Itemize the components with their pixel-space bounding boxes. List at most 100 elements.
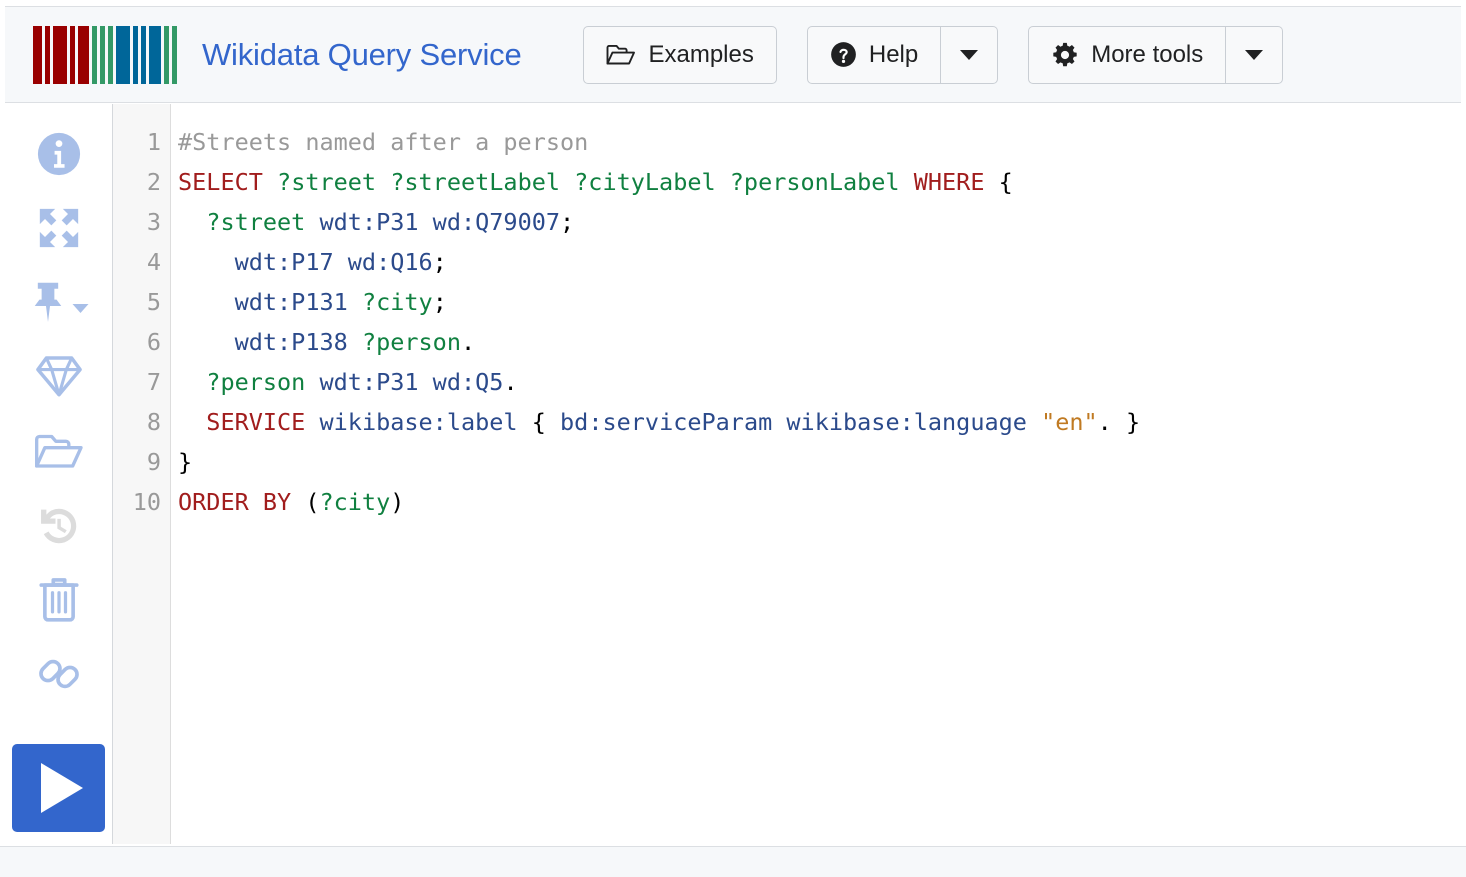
code-line-text: ?person wdt:P31 wd:Q5. — [170, 362, 518, 402]
code-line[interactable]: 3 ?street wdt:P31 wd:Q79007; — [113, 202, 1461, 242]
code-token: { — [517, 408, 561, 436]
brand[interactable]: Wikidata Query Service — [33, 25, 522, 84]
code-line-text: wdt:P17 wd:Q16; — [170, 242, 447, 282]
code-token: ; — [560, 208, 575, 236]
sidebar-item-query-info[interactable] — [5, 122, 112, 186]
code-token: SELECT — [178, 168, 263, 196]
code-line[interactable]: 6 wdt:P138 ?person. — [113, 322, 1461, 362]
code-token — [178, 248, 235, 276]
query-info-icon — [36, 131, 82, 177]
code-token — [348, 288, 362, 316]
code-token: . — [460, 328, 476, 356]
logo-bar — [70, 25, 75, 84]
code-line-text: ORDER BY (?city) — [170, 482, 404, 522]
sidebar-item-query-helper[interactable] — [5, 344, 112, 408]
sidebar-item-query-history[interactable] — [5, 494, 112, 558]
code-token: ORDER BY — [178, 488, 292, 516]
code-line-text: } — [170, 442, 192, 482]
code-token: . } — [1097, 408, 1141, 436]
code-token: ) — [390, 488, 405, 516]
history-icon — [37, 504, 81, 548]
app-header: Wikidata Query Service Examples — [5, 6, 1461, 103]
logo-bar — [33, 25, 42, 84]
code-token: "en" — [1041, 408, 1098, 436]
more-tools-dropdown-toggle[interactable] — [1226, 25, 1284, 84]
code-token — [305, 208, 319, 236]
wikidata-barcode-logo — [33, 25, 180, 84]
page-title: Wikidata Query Service — [202, 36, 522, 72]
code-line[interactable]: 8 SERVICE wikibase:label { bd:servicePar… — [113, 402, 1461, 442]
code-token: #Streets named after a person — [178, 128, 589, 156]
sidebar-item-pinned-queries[interactable] — [5, 270, 112, 334]
sidebar-item-clear-query[interactable] — [5, 568, 112, 632]
code-token: wdt:P31 wd:Q79007 — [319, 208, 561, 236]
logo-bar — [92, 25, 97, 84]
code-token: ( — [291, 488, 320, 516]
code-token: wdt:P17 wd:Q16 — [234, 248, 433, 276]
line-number: 3 — [146, 208, 161, 236]
code-token: ?person — [206, 368, 306, 396]
logo-bar — [53, 25, 67, 84]
code-line-text: wdt:P138 ?person. — [170, 322, 476, 362]
help-button-label: Help — [868, 40, 919, 68]
line-number: 5 — [146, 288, 161, 316]
code-token: wdt:P131 — [234, 288, 348, 316]
pin-icon — [28, 280, 68, 324]
code-token: ?city — [319, 488, 391, 516]
pin-caret-down-icon — [72, 303, 89, 314]
code-token: WHERE — [913, 168, 985, 196]
code-token — [178, 408, 206, 436]
diamond-icon — [35, 354, 83, 398]
logo-bar — [172, 25, 177, 84]
more-tools-button-label: More tools — [1091, 40, 1204, 68]
more-tools-button[interactable]: More tools — [1028, 25, 1227, 84]
line-number: 4 — [146, 248, 161, 276]
code-line[interactable]: 7 ?person wdt:P31 wd:Q5. — [113, 362, 1461, 402]
code-line-text: SELECT ?street ?streetLabel ?cityLabel ?… — [170, 162, 1013, 202]
caret-down-icon — [1245, 49, 1264, 60]
header-toolbar: Examples Help — [583, 25, 1284, 84]
code-token: ; — [432, 248, 447, 276]
code-token: } — [178, 448, 193, 476]
sidebar-item-link-to-query[interactable] — [5, 642, 112, 706]
code-token: ?city — [361, 288, 433, 316]
run-query-button[interactable] — [12, 744, 105, 832]
help-dropdown-toggle[interactable] — [941, 25, 999, 84]
code-token: wikibase:label — [319, 408, 518, 436]
line-number: 10 — [132, 488, 161, 516]
code-token — [305, 368, 319, 396]
examples-button[interactable]: Examples — [583, 25, 777, 84]
code-line[interactable]: 5 wdt:P131 ?city; — [113, 282, 1461, 322]
code-token — [263, 168, 277, 196]
code-token — [305, 408, 319, 436]
code-token — [178, 328, 235, 356]
code-line-text: SERVICE wikibase:label { bd:serviceParam… — [170, 402, 1140, 442]
code-line[interactable]: 9} — [113, 442, 1461, 482]
code-line[interactable]: 1 #Streets named after a person — [113, 122, 1461, 162]
more-tools-button-group: More tools — [1028, 25, 1284, 84]
line-number: 6 — [146, 328, 161, 356]
code-token — [348, 328, 362, 356]
code-line[interactable]: 10 ORDER BY (?city) — [113, 482, 1461, 522]
code-token: ; — [432, 288, 447, 316]
logo-bar — [141, 25, 146, 84]
code-line[interactable]: 4 wdt:P17 wd:Q16; — [113, 242, 1461, 282]
code-token: . — [503, 368, 518, 396]
code-token: bd:serviceParam wikibase:language — [560, 408, 1027, 436]
code-token: wdt:P138 — [234, 328, 348, 356]
help-button[interactable]: Help — [806, 25, 942, 84]
sidebar-item-fullscreen[interactable] — [5, 196, 112, 260]
line-number: 1 — [146, 128, 161, 156]
play-icon — [41, 763, 83, 813]
code-token: ?street ?streetLabel ?cityLabel ?personL… — [277, 168, 900, 196]
sidebar-item-open-query[interactable] — [5, 420, 112, 484]
code-line-text: #Streets named after a person — [170, 122, 588, 162]
code-line-text: wdt:P131 ?city; — [170, 282, 447, 322]
logo-bar — [78, 25, 89, 84]
code-token: ?person — [361, 328, 461, 356]
